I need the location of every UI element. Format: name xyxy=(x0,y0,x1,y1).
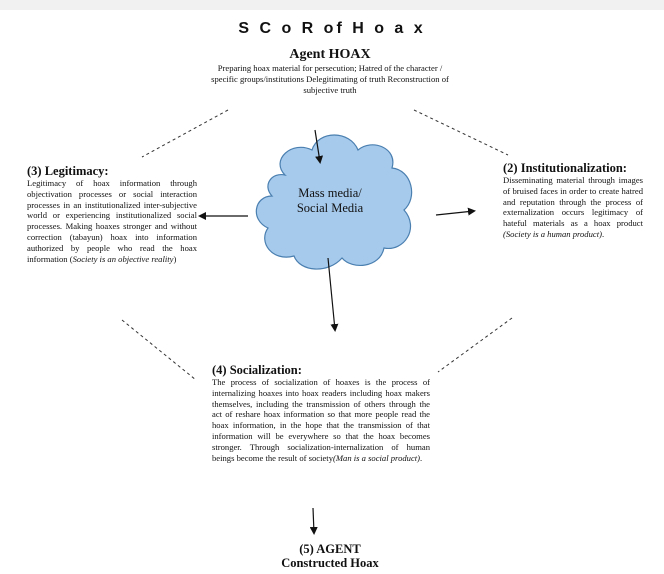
institutionalization-heading: (2) Institutionalization: xyxy=(503,161,627,175)
institutionalization-text: Disseminating material through images of… xyxy=(503,175,643,240)
cloud-label-line1: Mass media/ xyxy=(298,186,362,200)
mass-media-cloud xyxy=(255,134,413,270)
legitimacy-text: Legitimacy of hoax information through o… xyxy=(27,178,197,264)
socialization-heading: (4) Socialization: xyxy=(212,363,302,377)
diagram-title: S C o R of H o a x xyxy=(238,20,426,37)
arrow-agent-to-media xyxy=(314,129,324,164)
legitimacy-italic: Society is an objective reality xyxy=(72,253,174,264)
dashed-connector-bottom-right xyxy=(437,317,513,373)
legitimacy-heading: (3) Legitimacy: xyxy=(27,164,109,178)
arrow-media-to-institutionalization xyxy=(435,207,476,216)
dashed-connector-top-right xyxy=(413,109,509,156)
dashed-connector-top-left xyxy=(141,109,229,158)
dashed-connector-bottom-left xyxy=(121,319,197,381)
socialization-italic: (Man is a social product) xyxy=(333,452,421,463)
agent-text: Preparing hoax material for persecution;… xyxy=(211,63,449,95)
socialization-body: The process of socialization of hoaxes i… xyxy=(212,377,430,463)
institutionalization-body: Disseminating material through images of… xyxy=(503,175,643,229)
legitimacy-tail: ) xyxy=(173,253,177,264)
legitimacy-block: (3) Legitimacy: Legitimacy of hoax infor… xyxy=(27,164,197,264)
institutionalization-italic: (Society is a human product) xyxy=(503,228,602,239)
legitimacy-body: Legitimacy of hoax information through o… xyxy=(27,178,197,264)
cloud-label: Mass media/ Social Media xyxy=(280,186,380,216)
agent-heading: Agent HOAX xyxy=(289,47,371,62)
agent-hoax-block: Agent HOAX Preparing hoax material for p… xyxy=(210,47,450,95)
arrow-socialization-to-agent xyxy=(309,507,318,535)
institutionalization-block: (2) Institutionalization: Disseminating … xyxy=(503,161,643,240)
socialization-tail: . xyxy=(420,452,423,463)
socialization-block: (4) Socialization: The process of social… xyxy=(212,363,430,463)
institutionalization-tail: . xyxy=(601,228,605,239)
final-line2: Constructed Hoax xyxy=(281,556,379,570)
socialization-text: The process of socialization of hoaxes i… xyxy=(212,377,430,463)
top-bar xyxy=(0,0,664,10)
arrow-media-to-socialization xyxy=(327,257,339,332)
final-line1: (5) AGENT xyxy=(299,542,361,556)
cloud-label-line2: Social Media xyxy=(296,201,364,215)
constructed-hoax-block: (5) AGENT Constructed Hoax xyxy=(210,542,450,570)
